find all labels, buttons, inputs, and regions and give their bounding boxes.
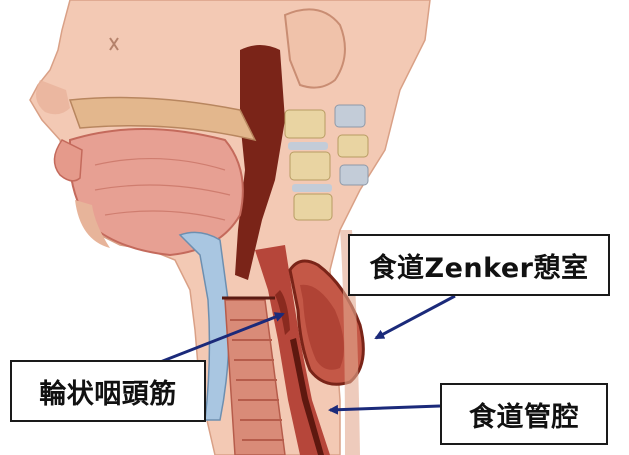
label-cricopharyngeus: 輪状咽頭筋 — [10, 360, 206, 422]
arrow-diverticulum — [376, 296, 455, 338]
label-zenker-diverticulum: 食道Zenker憩室 — [348, 234, 610, 296]
label-esophageal-lumen: 食道管腔 — [440, 383, 608, 445]
